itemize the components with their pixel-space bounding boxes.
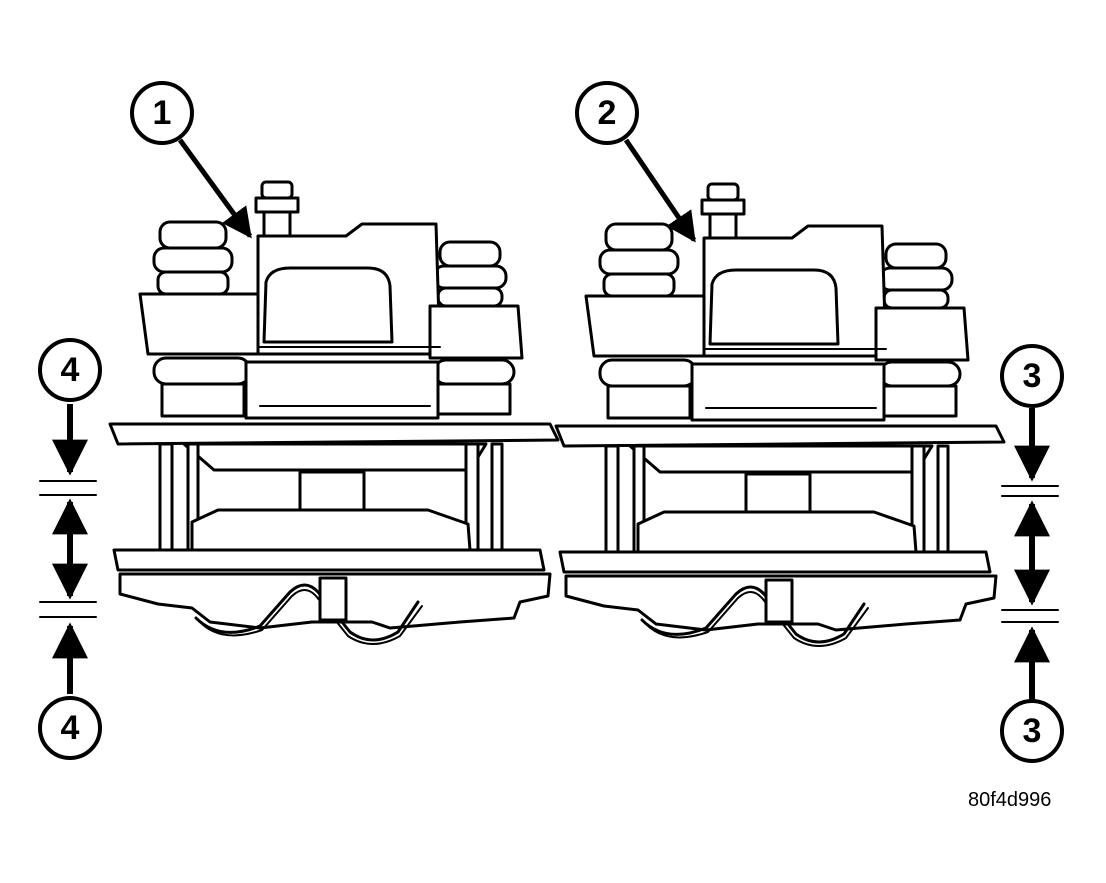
callout-4-top: 4 [38, 338, 102, 402]
callout-2-label: 2 [598, 94, 617, 132]
measurement-left [39, 404, 97, 694]
caliper-left [108, 180, 560, 646]
callout-3-top-label: 3 [1023, 357, 1042, 395]
callout-1-label: 1 [153, 94, 172, 132]
callout-4-top-label: 4 [61, 351, 80, 389]
callout-3-bottom-label: 3 [1023, 712, 1042, 750]
callout-4-bottom-label: 4 [61, 709, 80, 747]
leader-arrow-1 [177, 138, 253, 239]
measurement-right [1001, 408, 1059, 702]
callout-3-top: 3 [1000, 344, 1064, 408]
callout-3-bottom: 3 [1000, 699, 1064, 763]
leader-arrow-2 [623, 138, 697, 243]
callout-1: 1 [130, 81, 194, 145]
callout-2: 2 [575, 81, 639, 145]
caliper-right [554, 182, 1006, 648]
callout-4-bottom: 4 [38, 696, 102, 760]
figure-code: 80f4d996 [968, 789, 1051, 811]
